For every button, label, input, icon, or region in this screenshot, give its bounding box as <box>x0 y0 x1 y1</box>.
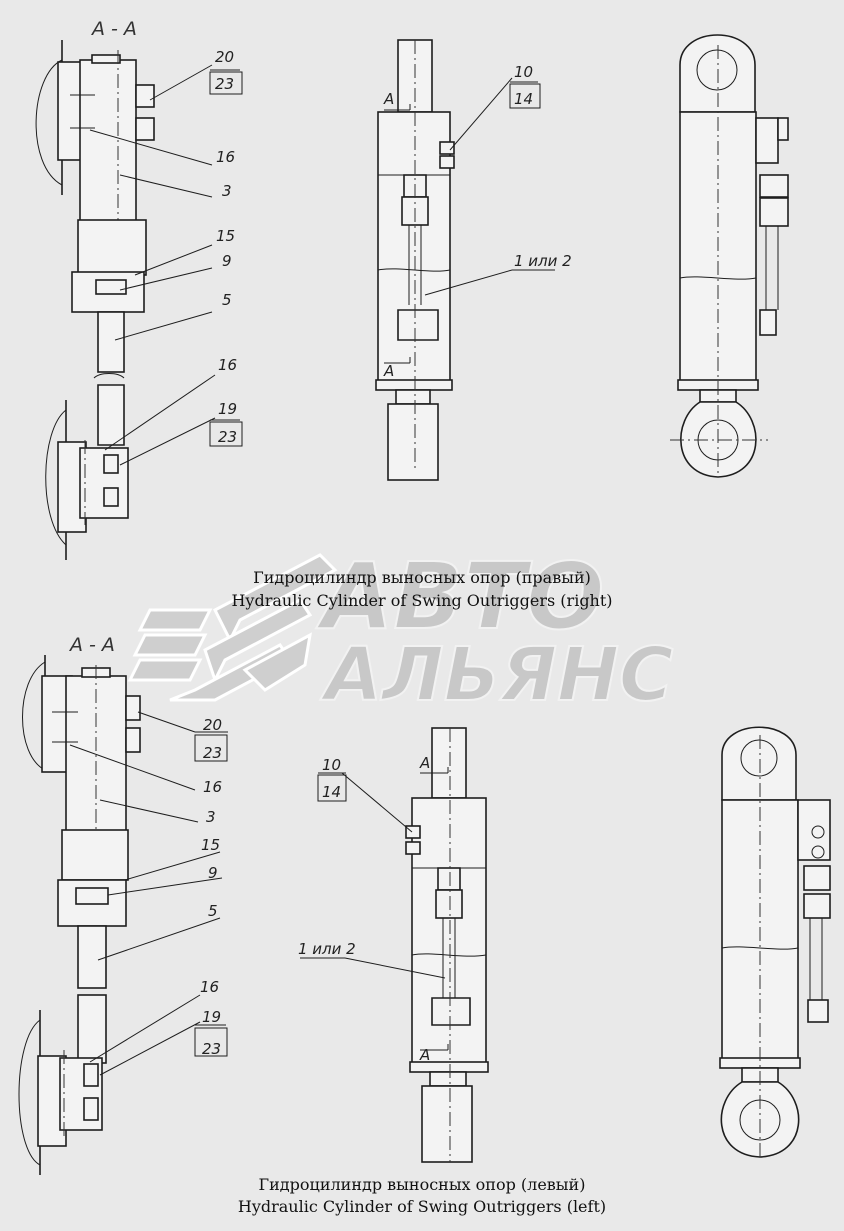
left-section-callouts: 20 23 16 3 15 9 5 16 19 23 <box>200 716 222 1058</box>
section-mark-a-bottom: А <box>383 362 394 380</box>
callout-16b-left: 16 <box>200 978 219 996</box>
callout-9-left: 9 <box>208 864 218 882</box>
callout-10: 10 <box>514 63 533 81</box>
right-section-callouts: 20 23 16 3 15 9 5 16 19 23 <box>215 48 237 446</box>
watermark-logo: АВТО АЛЬЯНС <box>127 542 674 719</box>
callout-3-left: 3 <box>206 808 216 826</box>
callout-14-left: 14 <box>322 783 341 801</box>
right-cylinder-drawing: А - А <box>35 18 789 560</box>
left-section-label: А - А <box>68 634 115 656</box>
left-side-view <box>719 726 831 1158</box>
callout-19-left: 19 <box>202 1008 221 1026</box>
left-cylinder-drawing: А - А <box>18 634 831 1175</box>
watermark-emblem-icon <box>127 553 338 702</box>
right-caption-ru: Гидроцилиндр выносных опор (правый) <box>253 568 591 587</box>
callout-10-left: 10 <box>322 756 341 774</box>
left-front-callouts: А А 10 14 1 или 2 <box>298 754 430 1064</box>
callout-20-left: 20 <box>203 716 222 734</box>
callout-15: 15 <box>216 227 235 245</box>
section-mark-a-bottom-left: А <box>419 1046 430 1064</box>
callout-23b-left: 23 <box>202 1040 221 1058</box>
callout-5: 5 <box>222 291 232 309</box>
callout-16: 16 <box>216 148 235 166</box>
left-caption-ru: Гидроцилиндр выносных опор (левый) <box>258 1175 586 1194</box>
section-mark-a-top: А <box>383 90 394 108</box>
callout-15-left: 15 <box>201 836 220 854</box>
right-section-label: А - А <box>90 18 137 40</box>
callout-1-or-2-left: 1 или 2 <box>298 940 356 958</box>
callout-14: 14 <box>514 90 533 108</box>
callout-9: 9 <box>222 252 232 270</box>
callout-23b: 23 <box>218 428 237 446</box>
callout-16b: 16 <box>218 356 237 374</box>
callout-23-left: 23 <box>203 744 222 762</box>
left-section-view: А - А <box>18 634 141 1175</box>
right-section-view: А - А <box>35 18 155 560</box>
left-caption-en: Hydraulic Cylinder of Swing Outriggers (… <box>237 1197 607 1216</box>
right-caption-en: Hydraulic Cylinder of Swing Outriggers (… <box>231 591 613 610</box>
right-front-callouts: А А 10 14 1 или 2 <box>383 63 572 380</box>
right-front-view <box>375 39 555 481</box>
callout-19: 19 <box>218 400 237 418</box>
callout-5-left: 5 <box>208 902 218 920</box>
left-front-view <box>300 727 489 1163</box>
callout-3: 3 <box>222 182 232 200</box>
watermark-line2: АЛЬЯНС <box>320 632 673 718</box>
callout-16-left: 16 <box>203 778 222 796</box>
callout-20: 20 <box>215 48 234 66</box>
section-mark-a-top-left: А <box>419 754 430 772</box>
left-section-leaders <box>69 711 228 1076</box>
callout-1-or-2: 1 или 2 <box>514 252 572 270</box>
callout-23: 23 <box>215 75 234 93</box>
watermark-line1: АВТО <box>316 543 604 650</box>
right-section-leaders <box>89 64 243 466</box>
right-side-view <box>670 34 789 478</box>
